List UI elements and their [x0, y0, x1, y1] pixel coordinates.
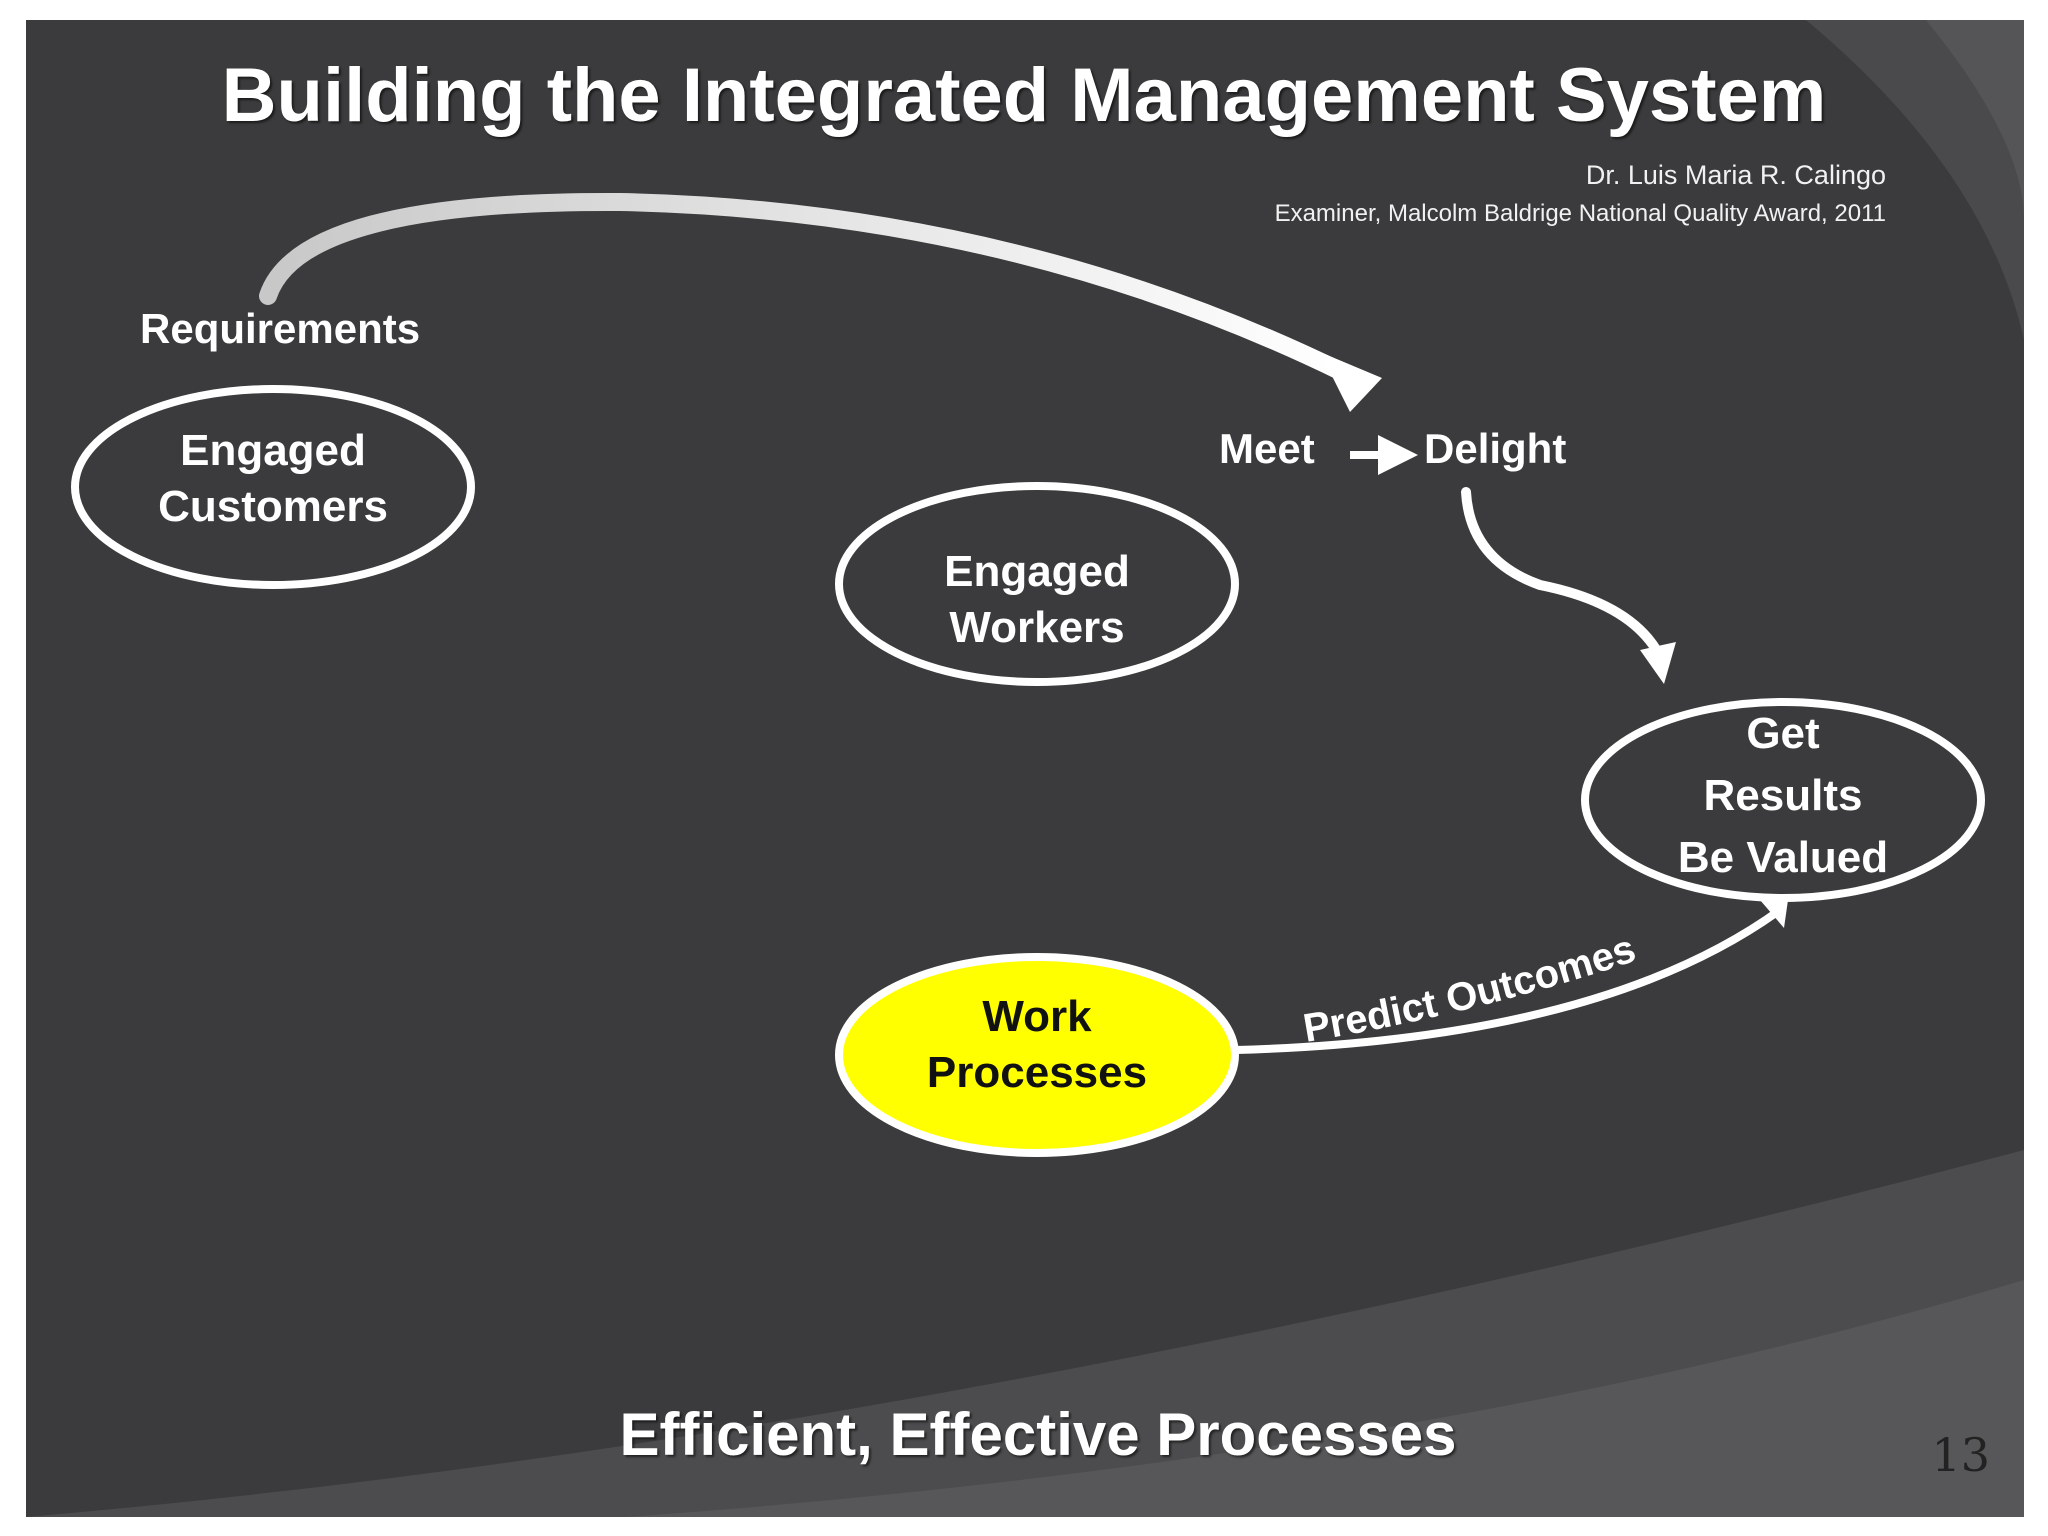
- engaged-customers-label: Engaged Customers: [74, 423, 472, 535]
- meet-label: Meet: [1219, 425, 1315, 472]
- requirements-arc-arrow: [259, 192, 1351, 381]
- delight-results-arrow: [1461, 487, 1669, 670]
- work-processes-line-2: Processes: [926, 1048, 1148, 1097]
- engaged-customers-line-2: Customers: [158, 482, 388, 531]
- requirements-label: Requirements: [140, 305, 421, 352]
- background-decoration: [26, 20, 2024, 1517]
- engaged-customers-node: [71, 385, 475, 589]
- get-results-line-2: Results: [1703, 771, 1863, 820]
- slide: [26, 20, 2024, 1517]
- predict-outcomes-arrow: [1232, 906, 1784, 1054]
- get-results-label: Get Results Be Valued: [1584, 703, 1982, 889]
- author-name: Dr. Luis Maria R. Calingo: [1585, 160, 1886, 190]
- work-processes-line-1: Work: [982, 992, 1092, 1041]
- corner-swoosh-top-light: [1926, 20, 2024, 220]
- engaged-workers-line-2: Workers: [949, 603, 1125, 652]
- delight-label: Delight: [1424, 425, 1567, 472]
- delight-results-arrowhead: [1640, 642, 1676, 684]
- get-results-line-1: Get: [1746, 709, 1820, 758]
- work-processes-label: Work Processes: [837, 989, 1237, 1101]
- get-results-node: [1581, 698, 1985, 902]
- get-results-line-3: Be Valued: [1677, 833, 1889, 882]
- predict-outcomes-label: Predict Outcomes: [1300, 927, 1641, 1051]
- page-number: 13: [1931, 1428, 1990, 1482]
- author-role: Examiner, Malcolm Baldrige National Qual…: [1274, 200, 1886, 227]
- requirements-arc-arrowhead: [1320, 352, 1382, 412]
- slide-footer: Efficient, Effective Processes: [619, 1401, 1457, 1468]
- engaged-customers-line-1: Engaged: [180, 426, 366, 475]
- engaged-workers-node: [835, 482, 1239, 686]
- engaged-workers-line-1: Engaged: [944, 547, 1130, 596]
- slide-title: Building the Integrated Management Syste…: [221, 53, 1827, 138]
- corner-swoosh-top: [1806, 20, 2024, 340]
- bottom-swoosh-light: [626, 1280, 2024, 1517]
- work-processes-node: [835, 953, 1239, 1157]
- predict-outcomes-arrowhead: [1760, 900, 1788, 928]
- engaged-workers-label: Engaged Workers: [837, 544, 1237, 656]
